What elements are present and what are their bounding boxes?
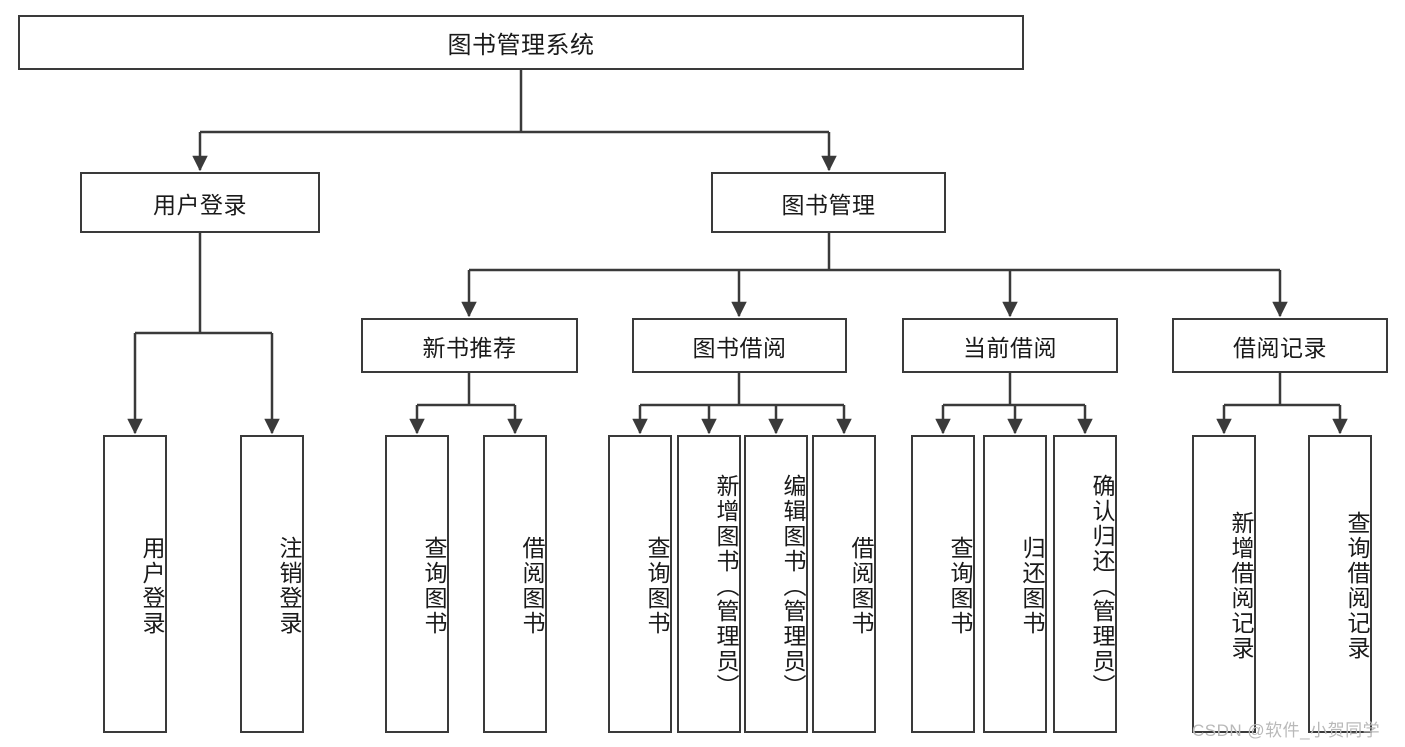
node-leaf-query-record-label: 查询借阅记录 [1344, 511, 1370, 661]
node-leaf-query-book-1[interactable]: 查询图书 [385, 435, 449, 733]
node-leaf-logout[interactable]: 注销登录 [240, 435, 304, 733]
node-leaf-query-record[interactable]: 查询借阅记录 [1308, 435, 1372, 733]
node-leaf-return-book[interactable]: 归还图书 [983, 435, 1047, 733]
node-current-borrow-label: 当前借阅 [963, 334, 1057, 361]
node-leaf-borrow-book-1[interactable]: 借阅图书 [483, 435, 547, 733]
node-borrow-record-label: 借阅记录 [1233, 334, 1327, 361]
node-new-book-recommend-label: 新书推荐 [422, 334, 517, 361]
node-leaf-return-book-label: 归还图书 [1019, 536, 1045, 636]
node-leaf-confirm-return-label: 确认归还（管理员） [1089, 473, 1115, 699]
watermark-text: CSDN @软件_小贺同学 [1192, 721, 1381, 740]
node-leaf-query-book-2-label: 查询图书 [644, 536, 670, 636]
node-leaf-user-login[interactable]: 用户登录 [103, 435, 167, 733]
node-user-login-label: 用户登录 [153, 191, 247, 218]
node-leaf-query-book-3[interactable]: 查询图书 [911, 435, 975, 733]
node-current-borrow[interactable]: 当前借阅 [902, 318, 1118, 373]
node-leaf-confirm-return[interactable]: 确认归还（管理员） [1053, 435, 1117, 733]
node-leaf-edit-book-label: 编辑图书（管理员） [780, 473, 806, 699]
node-leaf-query-book-2[interactable]: 查询图书 [608, 435, 672, 733]
node-leaf-borrow-book-1-label: 借阅图书 [519, 536, 545, 636]
node-leaf-query-book-3-label: 查询图书 [947, 536, 973, 636]
node-borrow-record[interactable]: 借阅记录 [1172, 318, 1388, 373]
node-user-login[interactable]: 用户登录 [80, 172, 320, 233]
node-root-label: 图书管理系统 [447, 32, 595, 59]
node-book-borrow-label: 图书借阅 [692, 334, 787, 361]
node-leaf-add-book[interactable]: 新增图书（管理员） [677, 435, 741, 733]
node-leaf-logout-label: 注销登录 [276, 536, 302, 636]
node-leaf-borrow-book-2[interactable]: 借阅图书 [812, 435, 876, 733]
node-leaf-add-record-label: 新增借阅记录 [1228, 511, 1254, 661]
node-leaf-edit-book[interactable]: 编辑图书（管理员） [744, 435, 808, 733]
node-book-manage-label: 图书管理 [781, 191, 876, 218]
node-leaf-query-book-1-label: 查询图书 [421, 536, 447, 636]
node-leaf-add-book-label: 新增图书（管理员） [713, 473, 739, 699]
node-leaf-user-login-label: 用户登录 [139, 536, 165, 636]
node-new-book-recommend[interactable]: 新书推荐 [361, 318, 578, 373]
node-leaf-add-record[interactable]: 新增借阅记录 [1192, 435, 1256, 733]
node-book-manage[interactable]: 图书管理 [711, 172, 946, 233]
node-leaf-borrow-book-2-label: 借阅图书 [848, 536, 874, 636]
node-root-system[interactable]: 图书管理系统 [18, 15, 1024, 70]
node-book-borrow[interactable]: 图书借阅 [632, 318, 847, 373]
